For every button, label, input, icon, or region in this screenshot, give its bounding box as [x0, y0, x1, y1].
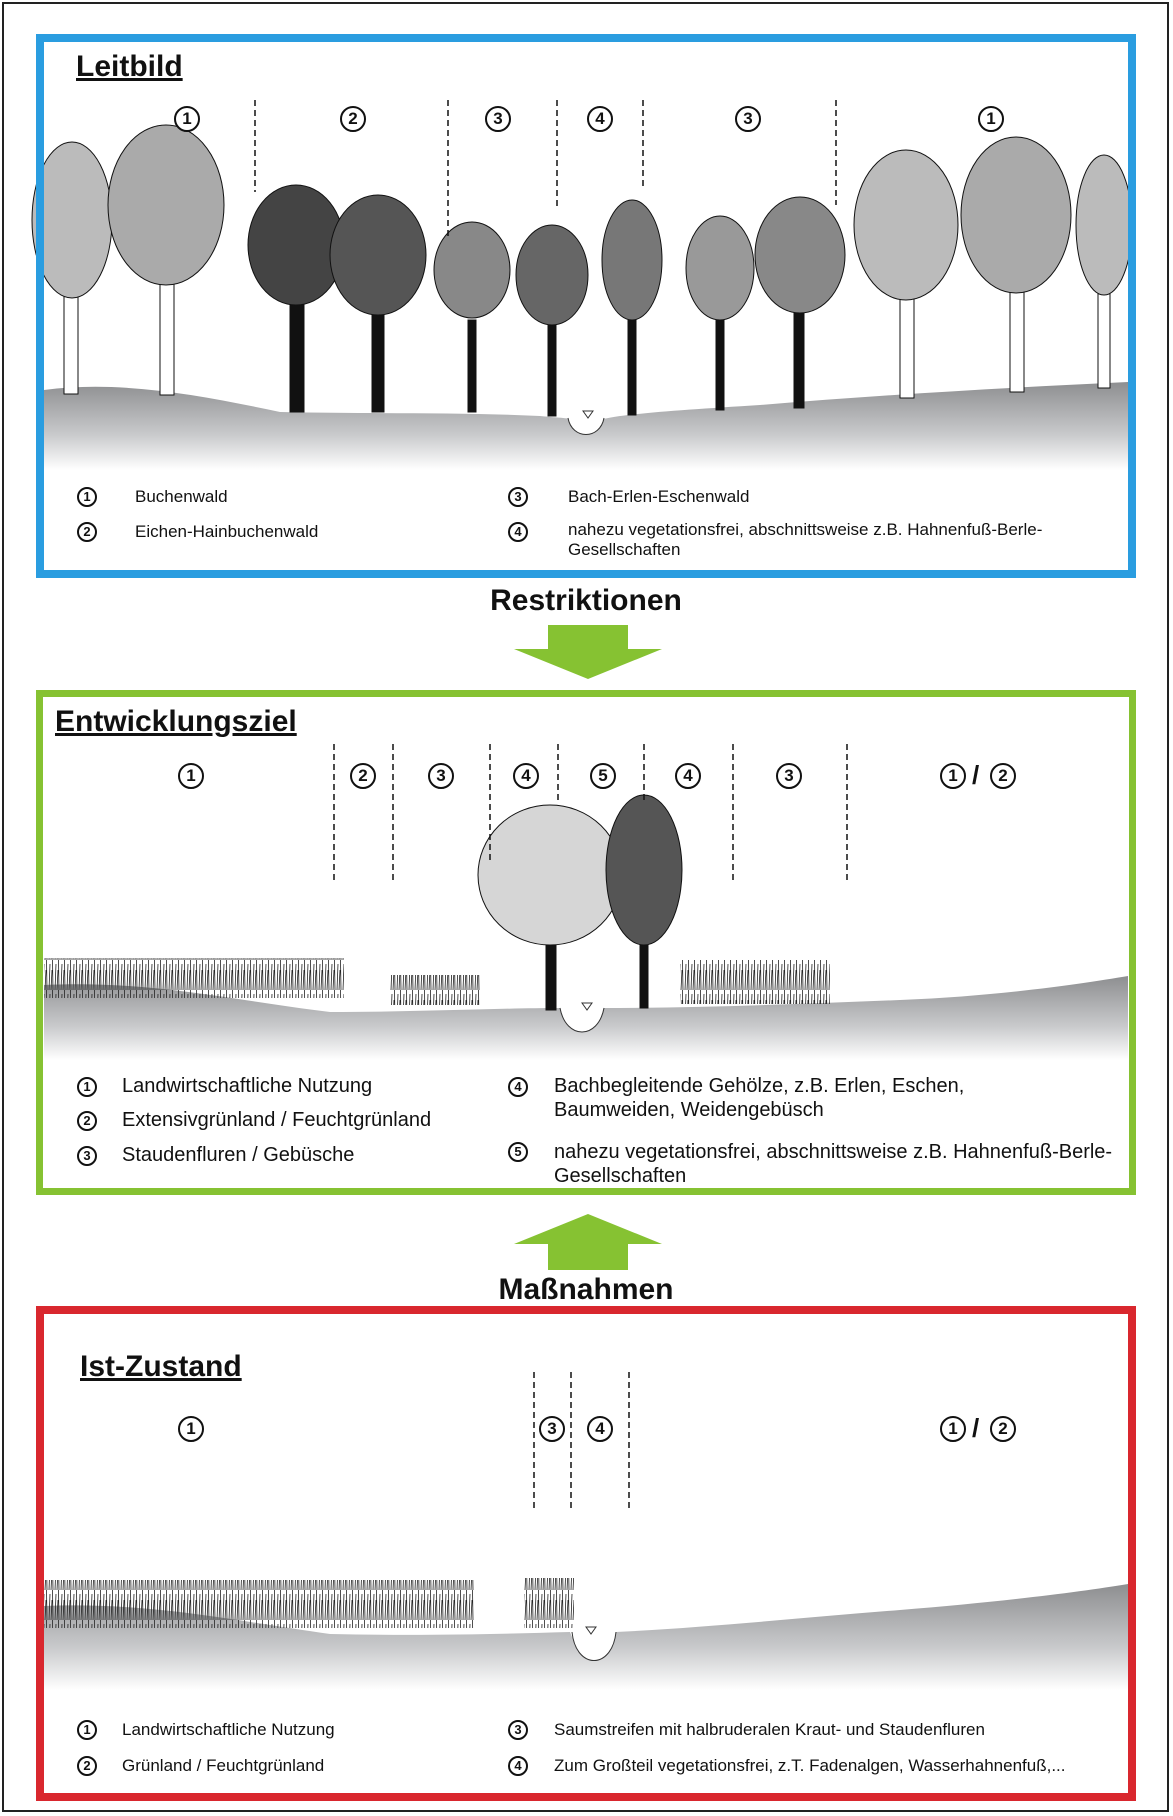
tree-alder: [685, 215, 755, 411]
ist-shrub-strip: [524, 1578, 574, 1628]
legend-text: Staudenfluren / Gebüsche: [122, 1144, 355, 1166]
panel-ist-zustand: [36, 1306, 1136, 1801]
ziel-shrub-strip: [680, 960, 830, 1004]
ziel-scene: [44, 744, 1128, 1060]
leitbild-dividers: [254, 100, 837, 240]
zone-separator: /: [972, 760, 980, 790]
leitbild-ground: [44, 382, 1128, 470]
zone-number: 2: [990, 763, 1016, 789]
zone-number: 3: [776, 763, 802, 789]
zone-number: 2: [990, 1416, 1016, 1442]
legend-number: 1: [77, 487, 97, 507]
legend-number: 1: [77, 1077, 97, 1097]
legend-number: 4: [508, 1756, 528, 1776]
ist-ground: [44, 1584, 1128, 1690]
label-massnahmen: Maßnahmen: [498, 1273, 674, 1306]
leitbild-stream: [567, 417, 605, 435]
panel-leitbild: [36, 34, 1136, 578]
zone-separator: /: [972, 1413, 980, 1443]
zone-number: 3: [539, 1416, 565, 1442]
ziel-shrub-strip: [390, 975, 480, 1005]
legend-number: 2: [77, 1756, 97, 1776]
zone-number: 3: [735, 106, 761, 132]
legend-number: 1: [77, 1720, 97, 1740]
arrow-up: [514, 1214, 662, 1270]
tree-alder: [605, 794, 683, 1009]
tree-alder: [515, 224, 589, 417]
legend-text: nahezu vegetationsfrei, abschnittsweise …: [554, 1141, 1113, 1187]
tree-alder: [601, 199, 663, 416]
legend-text: Bachbegleitende Gehölze, z.B. Erlen, Esc…: [554, 1075, 965, 1121]
zone-number: 1: [178, 763, 204, 789]
ist-grass-strip: [44, 1580, 474, 1628]
tree-beech: [853, 149, 959, 399]
legend-text: Bach-Erlen-Eschenwald: [568, 487, 750, 506]
zone-number: 3: [485, 106, 511, 132]
zone-number: 4: [675, 763, 701, 789]
tree-beech: [960, 136, 1072, 393]
legend-text: nahezu vegetationsfrei, abschnittsweise …: [568, 520, 1043, 559]
tree-oak: [247, 184, 345, 413]
zone-number: 1: [178, 1416, 204, 1442]
tree-beech: [1075, 154, 1133, 389]
ziel-ground: [44, 976, 1128, 1060]
legend-text: Landwirtschaftliche Nutzung: [122, 1720, 335, 1739]
legend-number: 2: [77, 522, 97, 542]
panel-title-entwicklungsziel: Entwicklungsziel: [55, 705, 297, 738]
tree-willow: [477, 804, 623, 1011]
legend-number: 5: [508, 1142, 528, 1162]
legend-number: 3: [508, 1720, 528, 1740]
zone-number: 1: [940, 763, 966, 789]
zone-number: 4: [587, 106, 613, 132]
ist-stream: [571, 1631, 617, 1661]
zone-number: 1: [940, 1416, 966, 1442]
legend-text: Saumstreifen mit halbruderalen Kraut- un…: [554, 1720, 985, 1739]
arrow-down: [514, 625, 662, 679]
zone-number: 2: [340, 106, 366, 132]
legend-number: 4: [508, 522, 528, 542]
ziel-grass-strip: [44, 958, 344, 998]
leitbild-scene: [31, 100, 1133, 470]
zone-number: 1: [174, 106, 200, 132]
legend-number: 3: [77, 1146, 97, 1166]
legend-text: Grünland / Feuchtgrünland: [122, 1756, 325, 1775]
leitbild-water-symbol: [582, 410, 594, 419]
panel-title-leitbild: Leitbild: [76, 50, 183, 83]
tree-beech: [107, 124, 225, 396]
ist-water-symbol: [585, 1626, 597, 1635]
legend-text: Eichen-Hainbuchenwald: [135, 522, 319, 541]
panel-entwicklungsziel: [36, 690, 1136, 1195]
zone-number: 3: [428, 763, 454, 789]
zone-number: 2: [350, 763, 376, 789]
ziel-stream: [559, 1007, 605, 1033]
legend-text: Zum Großteil vegetationsfrei, z.T. Faden…: [554, 1756, 1066, 1775]
legend-number: 2: [77, 1111, 97, 1131]
tree-alder: [433, 221, 511, 413]
tree-alder: [754, 196, 846, 409]
ist-dividers: [533, 1372, 630, 1510]
zone-number: 4: [587, 1416, 613, 1442]
zone-number: 1: [978, 106, 1004, 132]
legend-text: Extensivgrünland / Feuchtgrünland: [122, 1109, 432, 1131]
zone-number: 4: [513, 763, 539, 789]
legend-number: 3: [508, 487, 528, 507]
ziel-dividers: [333, 744, 848, 880]
panel-title-ist-zustand: Ist-Zustand: [80, 1350, 242, 1383]
tree-oak: [329, 194, 427, 413]
legend-number: 4: [508, 1077, 528, 1097]
zone-number: 5: [590, 763, 616, 789]
legend-text: Buchenwald: [135, 487, 228, 506]
label-restriktionen: Restriktionen: [490, 584, 682, 617]
leitbild-trees: [31, 124, 1133, 417]
ziel-water-symbol: [581, 1002, 593, 1011]
legend-text: Landwirtschaftliche Nutzung: [122, 1075, 373, 1097]
ist-scene: [44, 1372, 1128, 1690]
tree-beech: [31, 141, 113, 395]
